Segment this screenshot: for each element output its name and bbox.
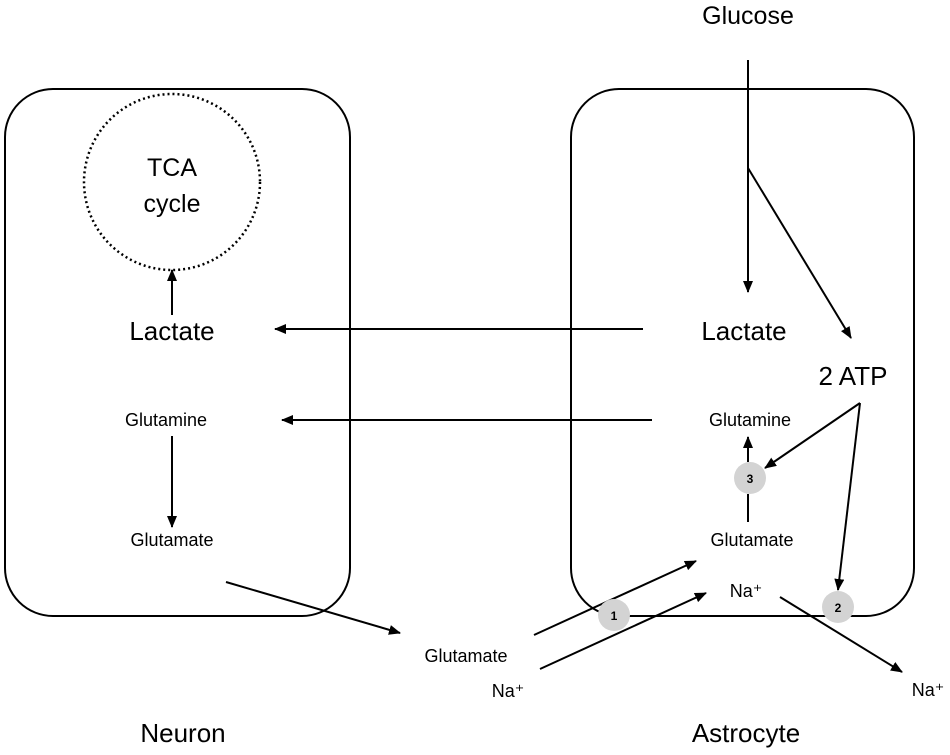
- efflux-na-label: Na⁺: [912, 680, 945, 700]
- pump-2-badge: [822, 591, 854, 623]
- na-efflux-arrow: [779, 596, 903, 673]
- neuron-glutamine-label: Glutamine: [125, 410, 207, 430]
- astrocyte-label: Astrocyte: [692, 718, 800, 748]
- atp-to-synthetase-arrow: [764, 402, 861, 469]
- transporter-1-label: 1: [611, 609, 618, 623]
- tca-cycle-circle: [82, 92, 262, 272]
- synthetase-3-label: 3: [747, 472, 754, 486]
- astrocyte-glutamine-label: Glutamine: [709, 410, 791, 430]
- tca-label-line2: cycle: [144, 190, 201, 218]
- synthetase-3-badge: [734, 462, 766, 494]
- pump-2-label: 2: [835, 601, 842, 615]
- neuron-label: Neuron: [140, 718, 225, 748]
- astrocyte-glutamate-label: Glutamate: [710, 530, 793, 550]
- glucose-to-atp-arrow: [747, 167, 852, 339]
- na-uptake-arrow: [539, 592, 707, 670]
- atp-to-pump-arrow: [834, 402, 861, 591]
- neuron-lactate-label: Lactate: [129, 316, 214, 346]
- neuron-cell: [4, 88, 351, 617]
- transporter-1-badge: [598, 599, 630, 631]
- extracellular-glutamate-label: Glutamate: [424, 646, 507, 666]
- astrocyte-na-label: Na⁺: [730, 581, 763, 601]
- glucose-label: Glucose: [702, 2, 794, 30]
- extracellular-na-label: Na⁺: [492, 681, 525, 701]
- glutamate-release-arrow: [225, 581, 401, 635]
- atp-label: 2 ATP: [819, 361, 888, 391]
- astrocyte-lactate-label: Lactate: [701, 316, 786, 346]
- glutamate-uptake-arrow: [533, 560, 697, 636]
- tca-label-line1: TCA: [147, 154, 197, 182]
- neuron-glutamate-label: Glutamate: [130, 530, 213, 550]
- astrocyte-cell: [570, 88, 915, 617]
